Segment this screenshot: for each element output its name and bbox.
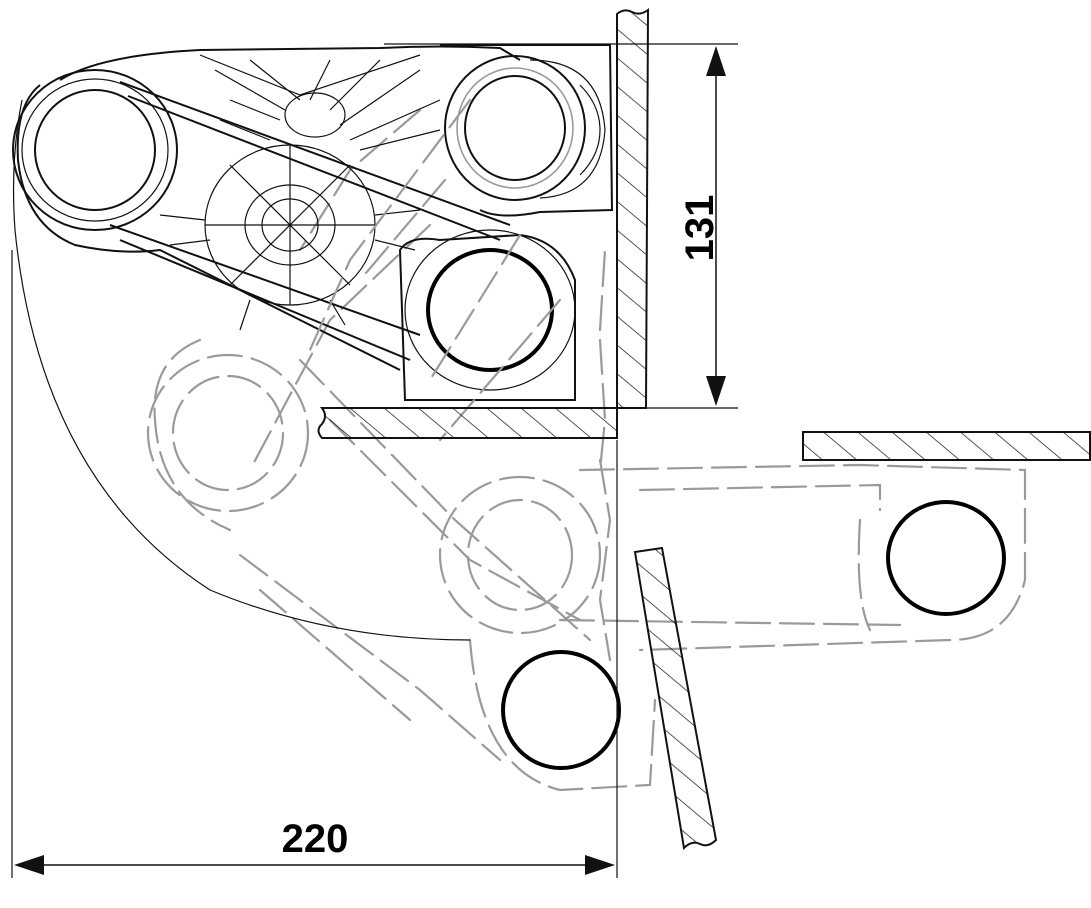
height-dimension-label: 131 bbox=[678, 195, 722, 262]
hinge-body bbox=[12, 44, 614, 442]
lower-plate-ribs bbox=[159, 144, 421, 331]
cabinet-side-wall bbox=[616, 7, 650, 409]
open-door-panel bbox=[802, 431, 1091, 461]
upper-plate-ribs bbox=[199, 54, 441, 151]
width-dimension: 220 bbox=[11, 250, 618, 878]
width-dimension-label: 220 bbox=[282, 817, 349, 861]
height-dimension: 131 bbox=[384, 43, 738, 409]
tilted-door-panel bbox=[633, 546, 718, 851]
upper-right-roller bbox=[444, 55, 586, 201]
swing-arc bbox=[12, 99, 471, 641]
left-roller bbox=[12, 69, 178, 231]
open-roller-lower bbox=[501, 650, 621, 770]
cabinet-bottom-panel bbox=[317, 407, 618, 439]
open-roller-right bbox=[886, 500, 1006, 616]
